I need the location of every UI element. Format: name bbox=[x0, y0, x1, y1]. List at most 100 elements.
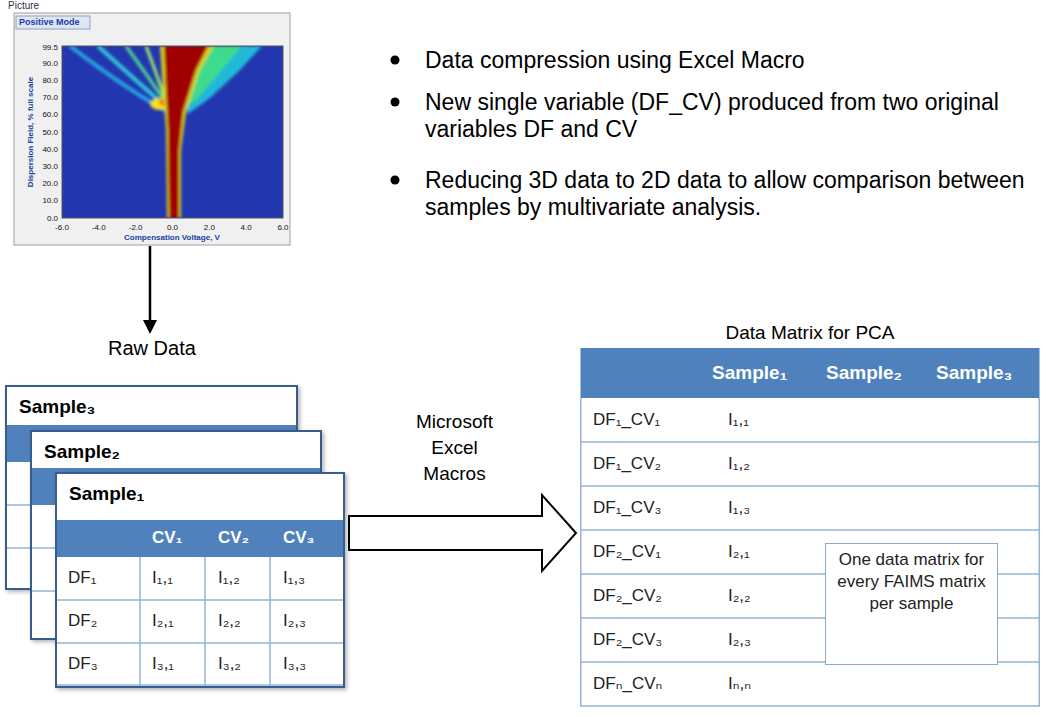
table-row-header: DF₃ bbox=[68, 654, 98, 674]
matrix-header-cell: Sample₃ bbox=[936, 362, 1012, 384]
matrix-cell: Iₙ,ₙ bbox=[728, 674, 751, 694]
table-cell: I₂,₃ bbox=[283, 611, 306, 631]
drawn-shape bbox=[57, 520, 343, 557]
drawn-shape bbox=[580, 441, 1040, 443]
table-header-cell: CV₂ bbox=[218, 528, 249, 548]
drawn-shape bbox=[57, 642, 343, 644]
axis-tick-label: 0.0 bbox=[47, 214, 58, 223]
matrix-cell: I₂,₂ bbox=[728, 586, 751, 606]
matrix-row-header: DF₁_CV₂ bbox=[593, 454, 661, 474]
drawn-shape bbox=[160, 46, 214, 218]
matrix-row-header: DF₁_CV₃ bbox=[593, 498, 661, 518]
bullet-dots bbox=[391, 56, 400, 185]
node-text: Picture bbox=[8, 0, 292, 11]
matrix-header-cell: Sample₁ bbox=[712, 362, 787, 384]
callout-box: One data matrix for every FAIMS matrix p… bbox=[825, 543, 998, 665]
node-text: One data matrix for every FAIMS matrix p… bbox=[834, 549, 989, 615]
table-row-header: DF₂ bbox=[68, 611, 97, 631]
drawn-shape bbox=[580, 485, 1040, 487]
drawn-shape bbox=[143, 320, 157, 334]
drawn-shape bbox=[149, 246, 152, 322]
axis-tick-label: 90.0 bbox=[42, 59, 58, 68]
matrix-row-header: DFₙ_CVₙ bbox=[593, 674, 662, 694]
plot-border bbox=[62, 46, 283, 218]
drawn-shape bbox=[98, 46, 170, 110]
axis-tick-label: -6.0 bbox=[55, 223, 69, 232]
node-text: Sample₃ bbox=[7, 387, 296, 419]
matrix-row-header: DF₂_CV₁ bbox=[593, 542, 661, 562]
drawn-shape bbox=[391, 56, 400, 65]
drawn-shape bbox=[57, 684, 343, 686]
drawn-shape bbox=[581, 348, 1040, 398]
drawn-shape bbox=[57, 557, 343, 686]
table-cell: I₃,₃ bbox=[283, 654, 306, 674]
heatmap-features bbox=[70, 46, 262, 218]
matrix-cell: I₁,₁ bbox=[728, 410, 749, 430]
node-text: Raw Data bbox=[4, 334, 348, 360]
matrix-cell: I₁,₂ bbox=[728, 454, 750, 474]
matrix-header-cell: Sample₂ bbox=[826, 362, 902, 384]
drawn-shape bbox=[391, 98, 400, 107]
drawn-shape bbox=[580, 398, 1040, 706]
matrix-cell: I₂,₃ bbox=[728, 630, 751, 650]
axis-tick-label: 0.0 bbox=[167, 223, 178, 232]
drawn-shape bbox=[139, 557, 141, 686]
heatmap bbox=[70, 46, 262, 218]
axis-tick-label: 80.0 bbox=[42, 76, 58, 85]
drawn-shape bbox=[349, 495, 576, 571]
drawn-shape bbox=[204, 557, 206, 686]
node-text: Sample₂ bbox=[32, 432, 320, 464]
table-cell: I₃,₂ bbox=[218, 654, 241, 674]
table-row-header: DF₁ bbox=[68, 568, 96, 588]
axis-tick-label: 2.0 bbox=[204, 223, 215, 232]
table-cell: I₃,₁ bbox=[152, 654, 174, 674]
axis-tick-label: -2.0 bbox=[129, 223, 143, 232]
table-cell: I₁,₃ bbox=[283, 568, 305, 588]
matrix-row-header: DF₁_CV₁ bbox=[593, 410, 660, 430]
axis-tick-label: 4.0 bbox=[241, 223, 252, 232]
drawn-shape bbox=[57, 599, 343, 601]
drawn-shape bbox=[164, 46, 208, 218]
axis-tick-label: 70.0 bbox=[42, 93, 58, 102]
drawn-shape bbox=[580, 529, 1040, 531]
drawn-shape bbox=[391, 176, 400, 185]
axis-tick-label: 99.5 bbox=[42, 43, 58, 52]
matrix-row-header: DF₂_CV₂ bbox=[593, 586, 662, 606]
axis-title: Dispersion Field, % full scale bbox=[26, 77, 35, 187]
axis-tick-label: 40.0 bbox=[42, 145, 58, 154]
axis-tick-label: 20.0 bbox=[42, 179, 58, 188]
table-cell: I₂,₁ bbox=[152, 611, 174, 631]
drawn-shape bbox=[70, 46, 172, 114]
block-arrow bbox=[349, 495, 576, 571]
matrix-row-header: DF₂_CV₃ bbox=[593, 630, 662, 650]
axis-title: Compensation Voltage, V bbox=[124, 233, 220, 242]
axis-tick-label: 10.0 bbox=[42, 196, 58, 205]
matrix-cell: I₂,₁ bbox=[728, 542, 750, 562]
drawn-shape bbox=[269, 557, 271, 686]
table-cell: I₁,₁ bbox=[152, 568, 173, 588]
drawn-shape bbox=[580, 398, 582, 706]
axis-tick-label: 30.0 bbox=[42, 162, 58, 171]
raw-data-stack: Raw Data Sample₃ Sample₂ Sample₁ bbox=[4, 334, 348, 690]
axis-tick-label: 50.0 bbox=[42, 128, 58, 137]
flow-arrow bbox=[143, 246, 157, 334]
matrix-cell: I₁,₃ bbox=[728, 498, 750, 518]
bullet-text: Reducing 3D data to 2D data to allow com… bbox=[425, 167, 1035, 221]
drawn-shape bbox=[1039, 398, 1041, 706]
axis-tick-label: 60.0 bbox=[42, 110, 58, 119]
drawn-shape bbox=[580, 705, 1040, 707]
node-text: Data Matrix for PCA bbox=[580, 318, 1040, 348]
axis-tick-label: 6.0 bbox=[277, 223, 288, 232]
axis-tick-label: -4.0 bbox=[92, 223, 106, 232]
mode-tab-label: Positive Mode bbox=[19, 17, 80, 28]
plot-background bbox=[62, 46, 283, 218]
table-cell: I₁,₂ bbox=[218, 568, 240, 588]
mode-tab bbox=[16, 16, 90, 29]
table-header-cell: CV₃ bbox=[283, 528, 314, 548]
edge-label: Microsoft Excel Macros bbox=[400, 409, 510, 487]
bullet-text: New single variable (DF_CV) produced fro… bbox=[425, 89, 1035, 143]
node-text: Sample₁ bbox=[57, 474, 343, 506]
table-cell: I₂,₂ bbox=[218, 611, 241, 631]
picture-window: Picture bbox=[8, 0, 292, 246]
window-frame bbox=[14, 13, 290, 245]
